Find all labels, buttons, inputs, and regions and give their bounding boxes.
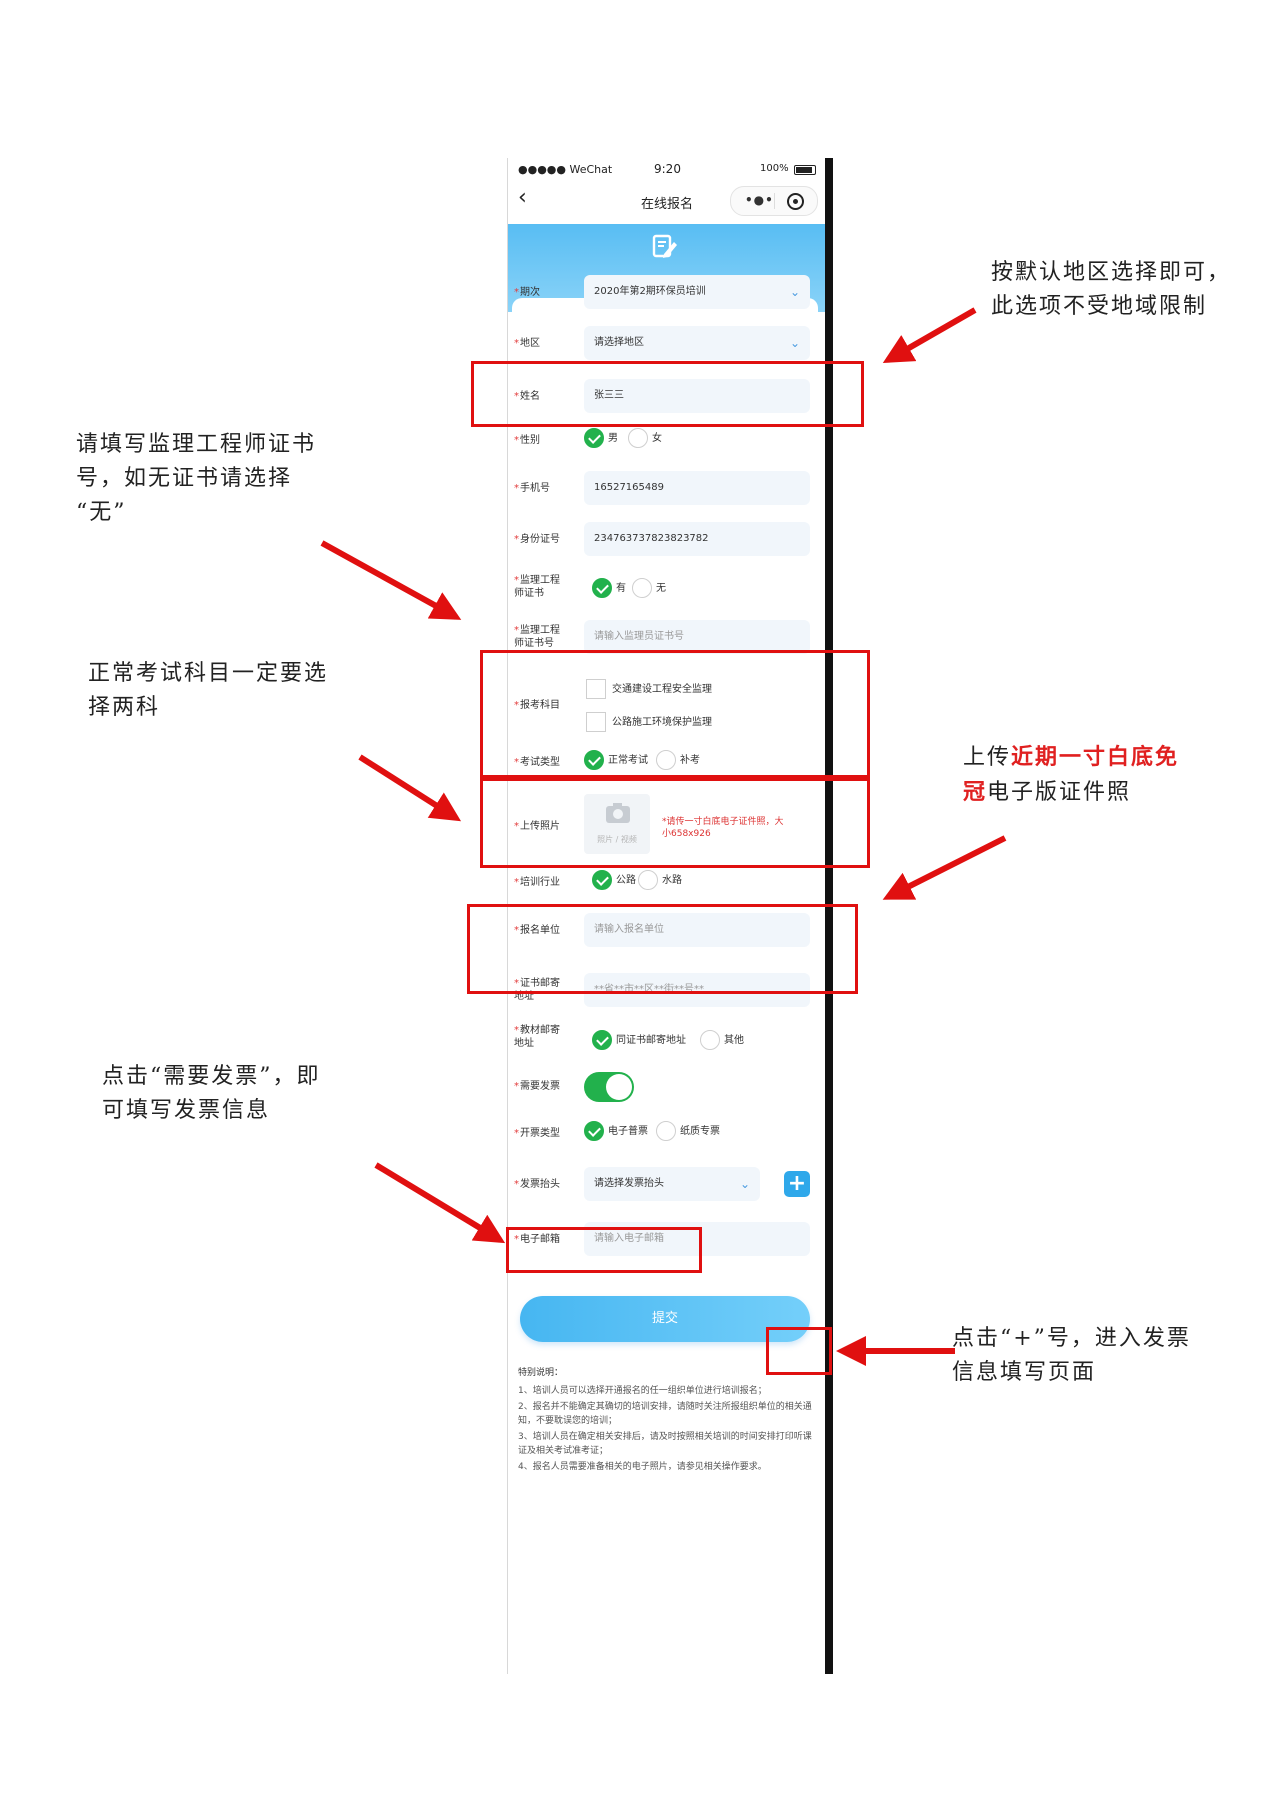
idcard-label: *身份证号 (514, 534, 560, 545)
arrow-region (882, 307, 977, 363)
email-label: *电子邮箱 (514, 1234, 560, 1245)
supervisor-cert-no-label: *监理工程师证书号 (514, 625, 560, 649)
close-target-icon[interactable] (787, 193, 804, 210)
photo-upload[interactable]: 照片 / 视频 (584, 794, 650, 854)
phone-input[interactable]: 16527165489 (584, 471, 810, 505)
need-invoice-label: *需要发票 (514, 1081, 560, 1092)
material-same-radio[interactable]: 同证书邮寄地址 (592, 1030, 686, 1052)
add-invoice-icon[interactable]: + (784, 1171, 810, 1197)
status-time: 9:20 (654, 162, 681, 176)
exam-retake-radio[interactable]: 补考 (656, 750, 700, 772)
unit-label: *报名单位 (514, 925, 560, 936)
highlight-cert (480, 650, 870, 778)
annotation-plus: 点击“+”号，进入发票信息填写页面 (952, 1326, 1191, 1385)
mini-program-capsule: •●• (730, 186, 818, 216)
chevron-down-icon: ⌄ (789, 285, 800, 299)
period-select[interactable]: 2020年第2期环保员培训⌄ (584, 275, 810, 309)
note-item: 4、报名人员需要准备相关的电子照片，请参见相关操作要求。 (518, 1462, 767, 1472)
subject-environment-checkbox[interactable]: 公路施工环境保护监理 (586, 712, 712, 734)
phone-screen: ●●●●● WeChat 9:20 100% ‹ 在线报名 •●• — 安全环保… (507, 158, 826, 1674)
period-label: *期次 (514, 287, 540, 298)
industry-water-radio[interactable]: 水路 (638, 870, 682, 892)
name-input[interactable]: 张三三 (584, 379, 810, 413)
chevron-down-icon: ⌄ (789, 336, 800, 350)
supervisor-cert-label: *监理工程师证书 (514, 575, 560, 599)
invoice-electronic-radio[interactable]: 电子普票 (584, 1121, 648, 1143)
material-address-label: *教材邮寄地址 (514, 1025, 560, 1049)
battery-icon (794, 165, 816, 175)
annotation-invoice: 点击“需要发票”，即可填写发票信息 (102, 1064, 321, 1123)
note-item: 2、报名并不能确定其确切的培训安排，请随时关注所报组织单位的相关通知，不要耽误您… (518, 1402, 812, 1426)
highlight-subjects (480, 778, 870, 868)
gender-label: *性别 (514, 435, 540, 446)
annotation-region: 按默认地区选择即可，此选项不受地域限制 (991, 260, 1232, 319)
capsule-divider (774, 193, 775, 209)
page-title: 在线报名 (640, 197, 693, 212)
highlight-need-invoice (506, 1227, 702, 1273)
region-select[interactable]: 请选择地区⌄ (584, 326, 810, 360)
photo-label: *上传照片 (514, 821, 560, 832)
nav-bar: ‹ 在线报名 •●• (508, 180, 826, 220)
unit-input[interactable]: 请输入报名单位 (584, 913, 810, 947)
arrow-subjects (358, 754, 462, 822)
cert-yes-radio[interactable]: 有 (592, 578, 626, 600)
subject-safety-checkbox[interactable]: 交通建设工程安全监理 (586, 679, 712, 701)
idcard-input[interactable]: 234763737823823782 (584, 522, 810, 556)
exam-type-label: *考试类型 (514, 757, 560, 768)
subjects-label: *报考科目 (514, 700, 560, 711)
camera-icon (606, 803, 630, 823)
region-label: *地区 (514, 338, 540, 349)
industry-road-radio[interactable]: 公路 (592, 870, 636, 892)
arrow-need-invoice (374, 1162, 506, 1244)
status-bar: ●●●●● WeChat 9:20 100% (508, 158, 826, 180)
cert-no-radio[interactable]: 无 (632, 578, 666, 600)
industry-label: *培训行业 (514, 877, 560, 888)
photo-hint: *请传一寸白底电子证件照，大小658x926 (662, 817, 784, 839)
invoice-title-select[interactable]: 请选择发票抬头⌄ (584, 1167, 760, 1201)
material-other-radio[interactable]: 其他 (700, 1030, 744, 1052)
highlight-plus (766, 1327, 832, 1375)
invoice-paper-radio[interactable]: 纸质专票 (656, 1121, 720, 1143)
invoice-type-label: *开票类型 (514, 1128, 560, 1139)
cert-address-label: *证书邮寄地址 (514, 978, 560, 1002)
upload-text: 照片 / 视频 (597, 835, 637, 844)
invoice-title-label: *发票抬头 (514, 1179, 560, 1190)
signal-carrier: ●●●●● WeChat (518, 163, 613, 176)
chevron-down-icon: ⌄ (739, 1177, 750, 1191)
gender-female-radio[interactable]: 女 (628, 428, 662, 450)
notes-title: 特别说明： (518, 1368, 564, 1378)
need-invoice-toggle[interactable] (584, 1072, 634, 1102)
annotation-photo: 上传近期一寸白底免 冠电子版证件照 (963, 744, 1180, 805)
annotation-cert: 请填写监理工程师证书号，如无证书请选择“无” (76, 432, 317, 525)
phone-label: *手机号 (514, 483, 550, 494)
gender-male-radio[interactable]: 男 (584, 428, 618, 450)
exam-normal-radio[interactable]: 正常考试 (584, 750, 648, 772)
more-icon[interactable]: •●• (745, 193, 774, 207)
annotation-subjects: 正常考试科目一定要选择两科 (88, 661, 329, 720)
highlight-region (471, 361, 864, 427)
phone-edge (825, 158, 833, 1674)
back-icon[interactable]: ‹ (518, 185, 527, 210)
name-label: *姓名 (514, 391, 540, 402)
arrow-photo (882, 835, 1007, 900)
highlight-photo (467, 904, 858, 994)
note-item: 1、培训人员可以选择开通报名的任一组织单位进行培训报名； (518, 1386, 767, 1396)
note-item: 3、培训人员在确定相关安排后，请及时按照相关培训的时间安排打印听课证及相关考试准… (518, 1432, 812, 1456)
submit-button[interactable]: 提交 (520, 1296, 810, 1342)
arrow-cert (320, 540, 462, 620)
edit-document-icon (652, 234, 677, 258)
cert-address-input[interactable]: **省**市**区**街**号** (584, 973, 810, 1007)
supervisor-cert-no-input[interactable]: 请输入监理员证书号 (584, 620, 810, 654)
battery-percent: 100% (760, 163, 789, 174)
special-notes: 特别说明： 1、培训人员可以选择开通报名的任一组织单位进行培训报名； 2、报名并… (518, 1366, 818, 1476)
